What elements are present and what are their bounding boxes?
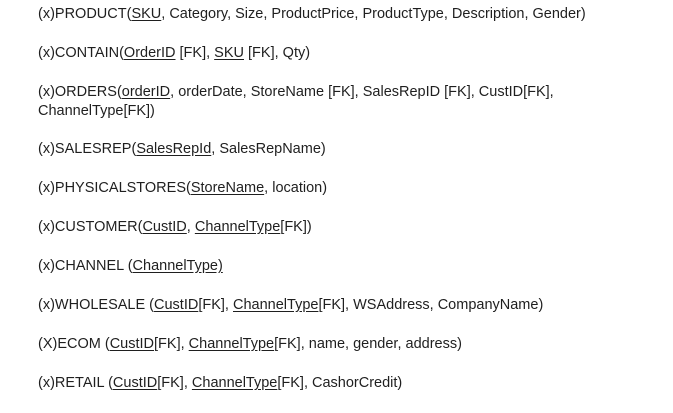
primary-key: ChannelType) xyxy=(132,258,223,274)
text-segment: [FK], xyxy=(198,297,233,313)
text-segment: (x)CUSTOMER( xyxy=(38,219,143,235)
primary-key: OrderID xyxy=(123,45,176,61)
relation-ecom: (X)ECOM (CustID[FK], ChannelType[FK], na… xyxy=(38,335,663,354)
text-segment: , SalesRepName) xyxy=(211,141,326,157)
text-segment: [FK], xyxy=(175,45,215,61)
relation-contain: (x)CONTAIN(OrderID [FK], SKU [FK], Qty) xyxy=(38,44,663,63)
relation-orders: (x)ORDERS(orderID, orderDate, StoreName … xyxy=(38,83,578,121)
text-segment: , Category, Size, ProductPrice, ProductT… xyxy=(161,6,586,22)
text-segment: [FK], WSAddress, CompanyName) xyxy=(318,297,544,313)
relation-channel: (x)CHANNEL (ChannelType) xyxy=(38,257,663,276)
primary-key: SalesRepId xyxy=(136,141,212,157)
text-segment: (x)SALESREP( xyxy=(38,141,137,157)
text-segment: [FK], CashorCredit) xyxy=(277,375,403,391)
primary-key: SKU xyxy=(131,6,162,22)
text-segment: [FK], name, gender, address) xyxy=(274,336,462,352)
text-segment: (x)CHANNEL ( xyxy=(38,258,133,274)
text-segment: , xyxy=(186,219,195,235)
text-segment: [FK], xyxy=(157,375,192,391)
relation-salesrep: (x)SALESREP(SalesRepId, SalesRepName) xyxy=(38,140,663,159)
text-segment: (x)CONTAIN( xyxy=(38,45,124,61)
text-segment: (X)ECOM ( xyxy=(38,336,110,352)
relation-product: (x)PRODUCT(SKU, Category, Size, ProductP… xyxy=(38,5,663,24)
text-segment: (x)RETAIL ( xyxy=(38,375,113,391)
text-segment: [FK]) xyxy=(280,219,312,235)
primary-key: CustID xyxy=(154,297,199,313)
primary-key: ChannelType xyxy=(191,375,278,391)
text-segment: (x)ORDERS( xyxy=(38,84,122,100)
text-segment: , orderDate, StoreName [FK], SalesRepID … xyxy=(38,84,554,119)
primary-key: CustID xyxy=(109,336,155,352)
primary-key: CustID xyxy=(142,219,187,235)
primary-key: ChannelType xyxy=(188,336,275,352)
relation-wholesale: (x)WHOLESALE (CustID[FK], ChannelType[FK… xyxy=(38,296,663,315)
primary-key: orderID xyxy=(121,84,171,100)
text-segment: (x)PHYSICALSTORES( xyxy=(38,180,191,196)
relation-physicalstores: (x)PHYSICALSTORES(StoreName, location) xyxy=(38,179,663,198)
text-segment: (x)PRODUCT( xyxy=(38,6,132,22)
document-body: (x)PRODUCT(SKU, Category, Size, ProductP… xyxy=(38,5,663,413)
primary-key: StoreName xyxy=(190,180,265,196)
primary-key: ChannelType xyxy=(194,219,281,235)
primary-key: CustID xyxy=(112,375,158,391)
primary-key: ChannelType xyxy=(233,297,319,313)
relation-customer: (x)CUSTOMER(CustID, ChannelType[FK]) xyxy=(38,218,663,237)
text-segment: [FK], Qty) xyxy=(244,45,311,61)
text-segment: (x)WHOLESALE ( xyxy=(38,297,155,313)
primary-key: SKU xyxy=(214,45,244,61)
text-segment: [FK], xyxy=(154,336,189,352)
relation-retail: (x)RETAIL (CustID[FK], ChannelType[FK], … xyxy=(38,374,663,393)
text-segment: , location) xyxy=(264,180,328,196)
